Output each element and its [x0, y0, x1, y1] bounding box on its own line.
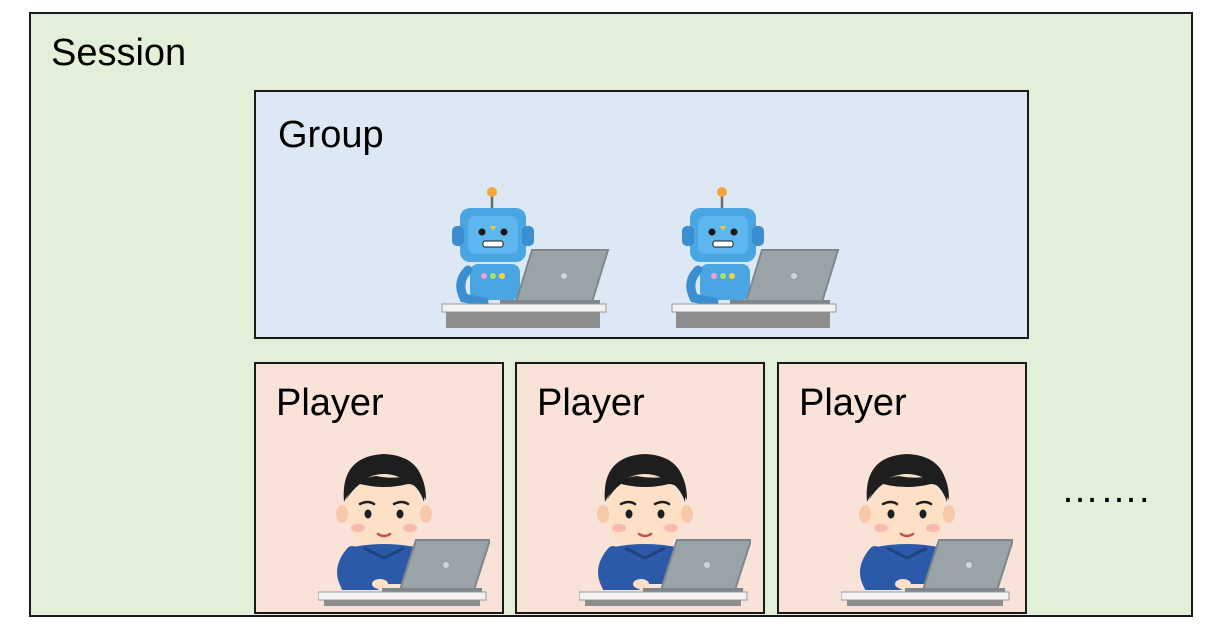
- player-label: Player: [537, 382, 645, 424]
- group-box: Group: [254, 90, 1029, 339]
- player-label: Player: [276, 382, 384, 424]
- session-label: Session: [51, 32, 187, 74]
- player-label: Player: [799, 382, 907, 424]
- person-at-laptop-icon: [841, 444, 1013, 606]
- person-at-laptop-icon: [318, 444, 490, 606]
- robot-at-laptop-icon: [670, 180, 840, 330]
- session-box: Session Group Player Player Player …….: [29, 12, 1193, 617]
- player-box: Player: [515, 362, 765, 614]
- more-players-ellipsis: …….: [1061, 469, 1151, 511]
- robot-at-laptop-icon: [440, 180, 610, 330]
- player-box: Player: [254, 362, 504, 614]
- group-label: Group: [278, 114, 384, 156]
- person-at-laptop-icon: [579, 444, 751, 606]
- player-box: Player: [777, 362, 1027, 614]
